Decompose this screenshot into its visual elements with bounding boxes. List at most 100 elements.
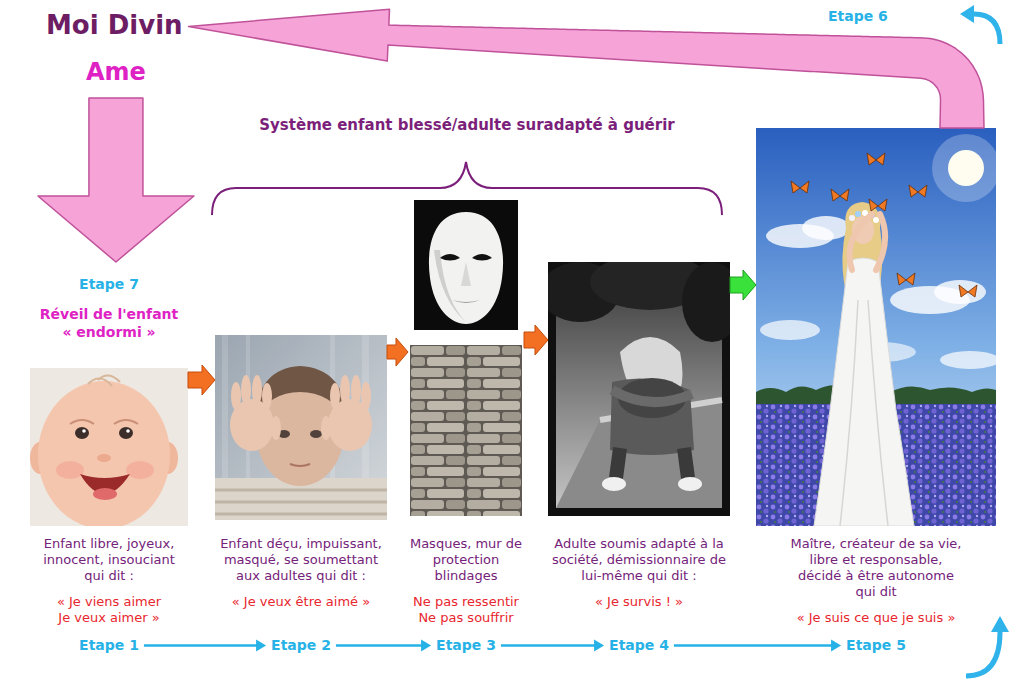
child-photo bbox=[215, 335, 387, 520]
wall-photo bbox=[410, 345, 522, 516]
curl-arrow bbox=[960, 5, 1000, 44]
step-label: Etape 2 bbox=[271, 637, 331, 654]
return-arrow bbox=[189, 9, 984, 128]
curl-arrow bbox=[966, 616, 1009, 676]
woman-photo bbox=[932, 134, 996, 202]
step-node: Etape 5 bbox=[841, 636, 911, 655]
baby-photo bbox=[119, 427, 133, 439]
heading-node: Ame bbox=[78, 56, 154, 98]
woman-photo bbox=[934, 280, 986, 304]
mask-photo bbox=[461, 262, 471, 286]
woman-photo bbox=[959, 285, 977, 297]
flow-arrow bbox=[730, 270, 756, 300]
step-node: Etape 2 bbox=[266, 636, 336, 655]
woman-photo bbox=[849, 215, 855, 221]
heading-text: Ame bbox=[86, 58, 146, 86]
woman-photo bbox=[869, 199, 887, 211]
adult-photo bbox=[616, 448, 688, 478]
adult-photo bbox=[682, 262, 730, 342]
woman-photo bbox=[814, 258, 914, 526]
descent-arrow bbox=[38, 98, 194, 262]
baby-photo bbox=[38, 381, 170, 526]
stage-panel: Etape 7 Réveil de l'enfant « endormi » Enf… bbox=[30, 262, 188, 630]
curl-arrow bbox=[991, 616, 1009, 632]
child-photo bbox=[215, 335, 387, 520]
woman-photo bbox=[831, 189, 849, 201]
step-arrow bbox=[144, 640, 266, 652]
woman-photo bbox=[850, 214, 886, 270]
step-arrow bbox=[501, 640, 604, 652]
stage-panel: Enfant déçu, impuissant, masqué, se soum… bbox=[215, 335, 387, 614]
woman-photo bbox=[840, 300, 888, 526]
awakening-title: Réveil de l'enfant « endormi » bbox=[36, 305, 182, 341]
step-node: Etape 1 bbox=[74, 636, 144, 655]
stage-quote: Ne pas ressentir Ne pas souffrir bbox=[408, 594, 524, 626]
mask-photo bbox=[452, 300, 480, 303]
woman-photo bbox=[760, 320, 820, 340]
stage-quote: « Je survis ! » bbox=[548, 594, 730, 610]
baby-photo bbox=[126, 461, 154, 479]
baby-photo bbox=[88, 375, 120, 386]
stage-caption: Maître, créateur de sa vie, libre et res… bbox=[788, 536, 964, 600]
heading-text: Moi Divin bbox=[46, 10, 183, 41]
baby-photo bbox=[93, 488, 117, 500]
curl-arrow bbox=[960, 5, 974, 23]
step-label: Etape 6 bbox=[828, 8, 918, 25]
curl-arrow bbox=[966, 632, 1000, 676]
step-node: Etape 3 bbox=[431, 636, 501, 655]
stage-caption: Adulte soumis adapté à la société, démis… bbox=[548, 536, 730, 584]
child-photo bbox=[215, 335, 387, 520]
woman-photo bbox=[791, 181, 809, 193]
step-node: Etape 4 bbox=[604, 636, 674, 655]
wall-photo bbox=[410, 345, 522, 516]
stage-caption: Enfant libre, joyeux, innocent, insoucia… bbox=[34, 536, 184, 584]
step-label: Etape 4 bbox=[609, 637, 669, 654]
baby-photo bbox=[75, 427, 89, 439]
woman-photo bbox=[756, 128, 996, 526]
baby-photo bbox=[56, 461, 84, 479]
woman-photo bbox=[948, 150, 984, 186]
baby-photo bbox=[70, 420, 138, 424]
flow-arrow bbox=[188, 365, 215, 395]
baby-photo bbox=[97, 454, 111, 462]
baby-photo bbox=[126, 429, 130, 433]
wall-photo bbox=[410, 345, 522, 516]
stage-caption: Enfant déçu, impuissant, masqué, se soum… bbox=[216, 536, 386, 584]
woman-photo bbox=[873, 217, 879, 223]
woman-photo bbox=[855, 211, 861, 217]
step-label: Etape 5 bbox=[846, 637, 906, 654]
adult-photo bbox=[548, 262, 730, 516]
mask-photo bbox=[414, 200, 518, 330]
mask-photo bbox=[414, 200, 518, 330]
step-label: Etape 1 bbox=[79, 637, 139, 654]
mask-photo bbox=[472, 254, 492, 261]
woman-photo bbox=[897, 273, 915, 285]
woman-photo bbox=[802, 216, 850, 240]
stage-quote: « Je suis ce que je suis » bbox=[756, 610, 996, 626]
stage-panel: Adulte soumis adapté à la société, démis… bbox=[548, 262, 730, 614]
flow-arrow bbox=[524, 325, 548, 355]
step-arrow bbox=[674, 640, 841, 652]
stage-quote: « Je veux être aimé » bbox=[215, 594, 387, 610]
stage-panel: Masques, mur de protection blindages Ne p… bbox=[408, 200, 524, 630]
woman-photo bbox=[867, 153, 885, 165]
stage-quote: « Je viens aimer Je veux aimer » bbox=[53, 594, 165, 626]
adult-photo bbox=[612, 390, 692, 402]
curl-arrow bbox=[974, 14, 1000, 44]
stage-caption: Masques, mur de protection blindages bbox=[408, 536, 524, 584]
woman-photo bbox=[909, 185, 927, 197]
baby-photo bbox=[30, 368, 188, 526]
heading-node: Moi Divin bbox=[40, 8, 189, 45]
step-label: Etape 7 bbox=[30, 276, 188, 293]
mask-photo bbox=[429, 212, 503, 324]
step-label: Etape 3 bbox=[436, 637, 496, 654]
mask-photo bbox=[440, 254, 460, 261]
adult-photo bbox=[678, 477, 702, 491]
baby-photo bbox=[82, 429, 86, 433]
adult-photo bbox=[602, 477, 626, 491]
group-title: Système enfant blessé/adulte suradapté à… bbox=[182, 116, 752, 134]
stage-panel: Maître, créateur de sa vie, libre et res… bbox=[756, 128, 996, 630]
adult-photo bbox=[610, 378, 694, 455]
flow-arrow bbox=[387, 338, 408, 366]
